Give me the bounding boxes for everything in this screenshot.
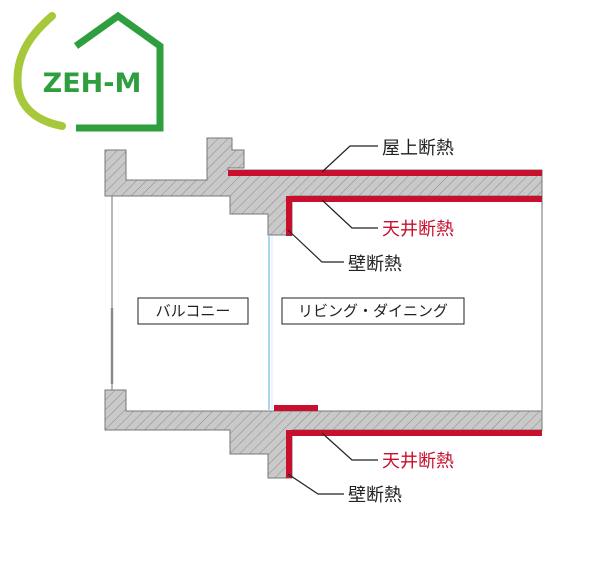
logo-text: ZEH-M [43, 68, 142, 99]
wall-insulation-lower-band [286, 430, 292, 478]
leader-ceiling-upper [321, 199, 378, 229]
logo-text-box [28, 62, 156, 102]
roof-insulation-band [228, 170, 542, 176]
living-label-box: リビング・ダイニング [281, 297, 465, 325]
zeh-m-logo: ZEH-M [13, 11, 164, 132]
wall-insulation-upper-label: 壁断熱 [348, 254, 402, 275]
leader-ceiling-lower [321, 432, 378, 461]
ceiling-insulation-upper-label: 天井断熱 [382, 219, 454, 240]
leader-wall-lower [287, 473, 344, 495]
leader-roof [321, 145, 378, 173]
insulation-layers [228, 170, 542, 478]
ceiling-insulation-lower-label: 天井断熱 [382, 451, 454, 472]
ceiling-insulation-lower-band [286, 430, 542, 436]
logo-arc [13, 12, 66, 130]
leader-lines [287, 145, 378, 495]
living-label: リビング・ダイニング [298, 302, 448, 320]
wall-insulation-lower-label: 壁断熱 [348, 485, 402, 506]
balcony-label: バルコニー [156, 302, 231, 320]
floor-insulation-strip [274, 405, 318, 411]
roof-insulation-label: 屋上断熱 [382, 138, 454, 159]
leader-wall-upper [287, 229, 344, 263]
wall-insulation-upper-band [286, 196, 292, 236]
upper-slab [104, 137, 543, 236]
ceiling-insulation-upper-band [286, 196, 542, 202]
balcony-label-box: バルコニー [137, 297, 249, 325]
logo-house-icon [73, 11, 164, 132]
